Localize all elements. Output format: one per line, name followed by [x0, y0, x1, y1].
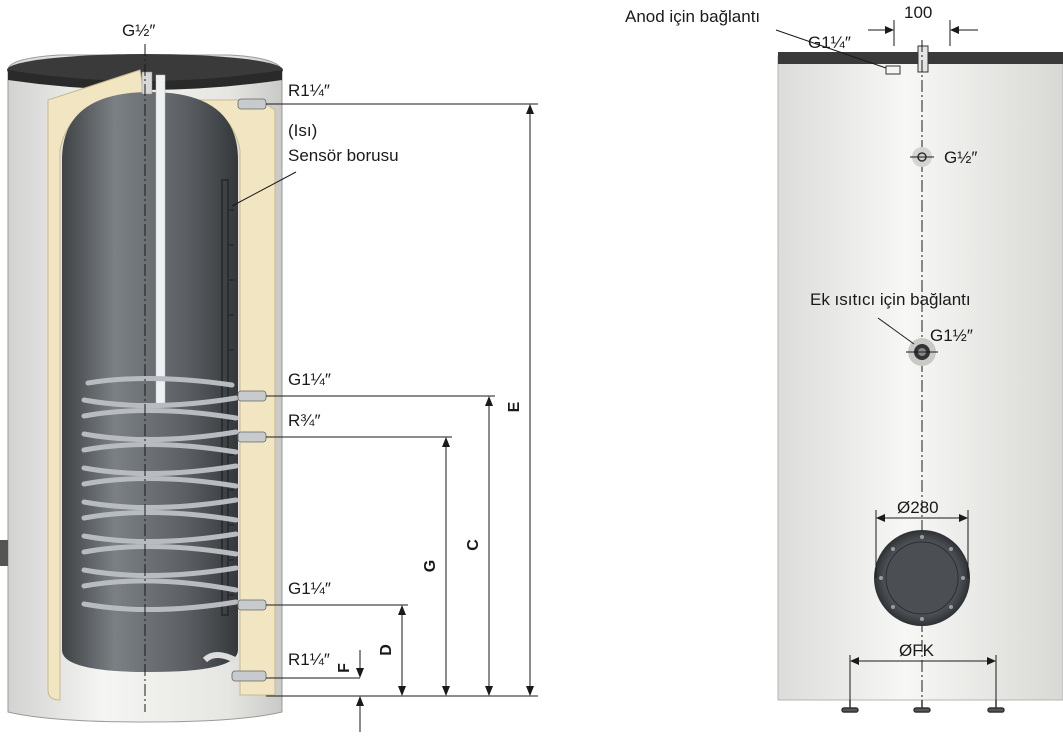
dimension-C: C — [465, 539, 482, 551]
dimension-F: F — [336, 663, 353, 673]
dimension-G: G — [422, 560, 439, 572]
connection-label-3: R¾″ — [288, 411, 320, 430]
connection-label-5: R1¼″ — [288, 650, 330, 669]
anode-thread-label: G1¼″ — [808, 33, 851, 52]
sensor-label-1: (Isı) — [288, 121, 317, 140]
dimension-E: E — [506, 401, 523, 412]
sensor-leader-line — [231, 171, 297, 207]
heater-thread-label: G1½″ — [930, 326, 973, 345]
flange-diameter-label: Ø280 — [897, 498, 939, 517]
feet — [841, 700, 1005, 713]
top-connection-label: G½″ — [122, 21, 155, 40]
cutaway-view — [0, 44, 283, 723]
dimension-D: D — [378, 644, 395, 656]
external-view — [775, 20, 1063, 713]
connection-label-4: G1¼″ — [288, 579, 331, 598]
connection-label-1: R1¼″ — [288, 81, 330, 100]
connection-label-2: G1¼″ — [288, 370, 331, 389]
heater-label: Ek ısıtıcı için bağlantı — [810, 290, 971, 309]
anode-rod — [155, 74, 166, 406]
inner-tank — [62, 92, 238, 672]
dimension-lines — [266, 103, 538, 732]
foot-circle-label: ØFK — [899, 641, 935, 660]
sensor-port-label: G½″ — [944, 148, 977, 167]
pipe-stubs — [231, 98, 267, 682]
coil — [81, 375, 239, 613]
sensor-label-2: Sensör borusu — [288, 146, 399, 165]
anode-label: Anod için bağlantı — [625, 7, 760, 26]
spacing-label: 100 — [904, 3, 932, 22]
